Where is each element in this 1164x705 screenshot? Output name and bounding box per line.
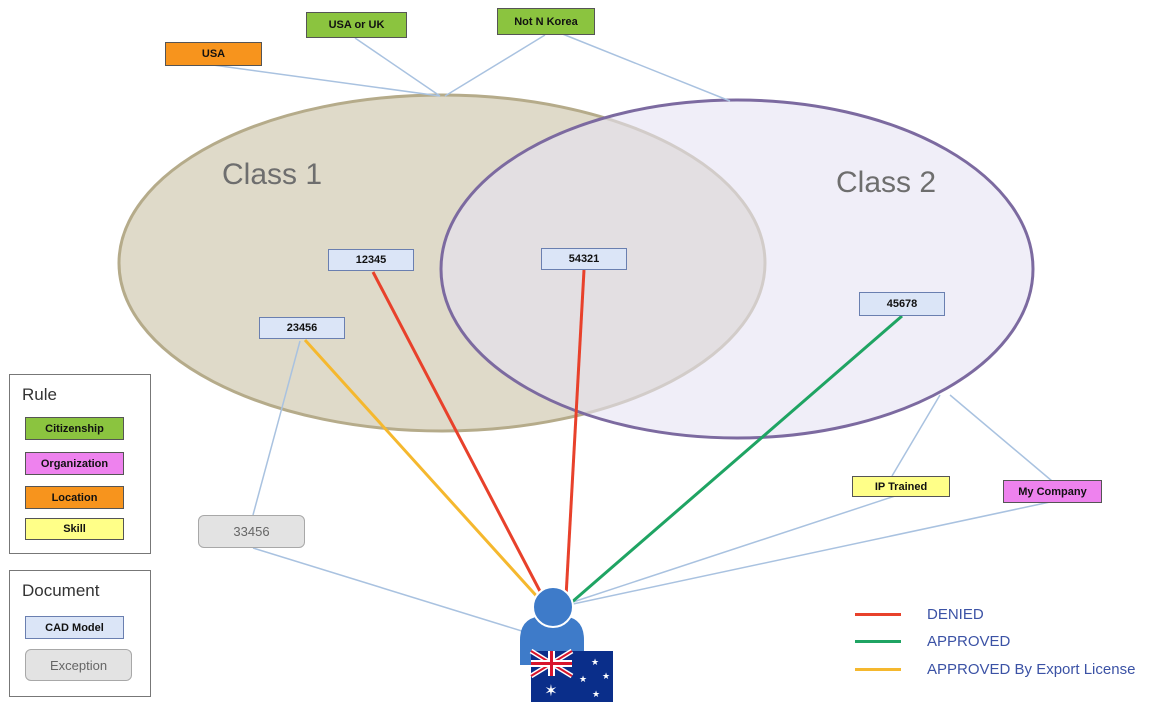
svg-text:★: ★ bbox=[602, 672, 610, 682]
doc-12345[interactable]: 12345 bbox=[328, 249, 414, 271]
legend-citizenship: Citizenship bbox=[25, 417, 124, 440]
legend-approved-label: APPROVED bbox=[927, 633, 1011, 650]
svg-text:✶: ✶ bbox=[544, 681, 557, 700]
legend-export-license-label: APPROVED By Export License bbox=[927, 661, 1136, 678]
rule-legend: Rule Citizenship Organization Location S… bbox=[9, 374, 151, 554]
connector-user-my-company bbox=[572, 501, 1051, 605]
tag-not-n-korea[interactable]: Not N Korea bbox=[497, 8, 595, 35]
legend-export-license: APPROVED By Export License bbox=[855, 661, 1135, 678]
legend-denied-label: DENIED bbox=[927, 606, 984, 623]
doc-45678[interactable]: 45678 bbox=[859, 292, 945, 316]
legend-organization: Organization bbox=[25, 452, 124, 475]
tag-ip-trained[interactable]: IP Trained bbox=[852, 476, 950, 497]
connector-usa bbox=[212, 64, 441, 97]
connector-23456-exception bbox=[252, 340, 301, 516]
access-line-45678-approved bbox=[571, 314, 903, 604]
connector-not-n-korea-class2 bbox=[559, 32, 731, 102]
legend-exception: Exception bbox=[25, 649, 132, 681]
class2-ellipse bbox=[439, 98, 1035, 440]
tag-usa[interactable]: USA bbox=[165, 42, 262, 66]
rule-legend-title: Rule bbox=[22, 385, 57, 404]
legend-denied-swatch bbox=[855, 613, 901, 616]
access-line-54321-denied bbox=[564, 269, 586, 598]
legend-cad-model: CAD Model bbox=[25, 616, 124, 639]
svg-text:★: ★ bbox=[579, 675, 587, 685]
exception-33456[interactable]: 33456 bbox=[198, 515, 305, 548]
doc-54321[interactable]: 54321 bbox=[541, 248, 627, 270]
legend-approved-swatch bbox=[855, 640, 901, 643]
document-legend: Document CAD Model Exception bbox=[9, 570, 151, 697]
access-line-23456-export bbox=[303, 338, 543, 603]
class2-label: Class 2 bbox=[836, 166, 937, 199]
connector-exception-user bbox=[252, 547, 526, 633]
connector-class2-ip-trained bbox=[891, 394, 941, 477]
svg-text:★: ★ bbox=[591, 658, 599, 668]
doc-23456[interactable]: 23456 bbox=[259, 317, 345, 339]
legend-denied: DENIED bbox=[855, 606, 984, 623]
document-legend-title: Document bbox=[22, 581, 100, 600]
legend-skill: Skill bbox=[25, 518, 124, 540]
tag-usa-or-uk[interactable]: USA or UK bbox=[306, 12, 407, 38]
class1-label: Class 1 bbox=[222, 158, 323, 191]
connector-not-n-korea-class1 bbox=[444, 34, 546, 97]
legend-location: Location bbox=[25, 486, 124, 509]
legend-export-license-swatch bbox=[855, 668, 901, 671]
svg-text:★: ★ bbox=[592, 690, 600, 700]
legend-approved: APPROVED bbox=[855, 633, 1010, 650]
tag-my-company[interactable]: My Company bbox=[1003, 480, 1102, 503]
connector-usa-or-uk bbox=[354, 37, 441, 97]
connector-user-ip-trained bbox=[572, 495, 896, 603]
connector-class2-my-company bbox=[949, 394, 1053, 482]
access-line-12345-denied bbox=[371, 271, 545, 598]
australia-flag-icon: ✶ ★ ★ ★ ★ bbox=[529, 648, 613, 702]
